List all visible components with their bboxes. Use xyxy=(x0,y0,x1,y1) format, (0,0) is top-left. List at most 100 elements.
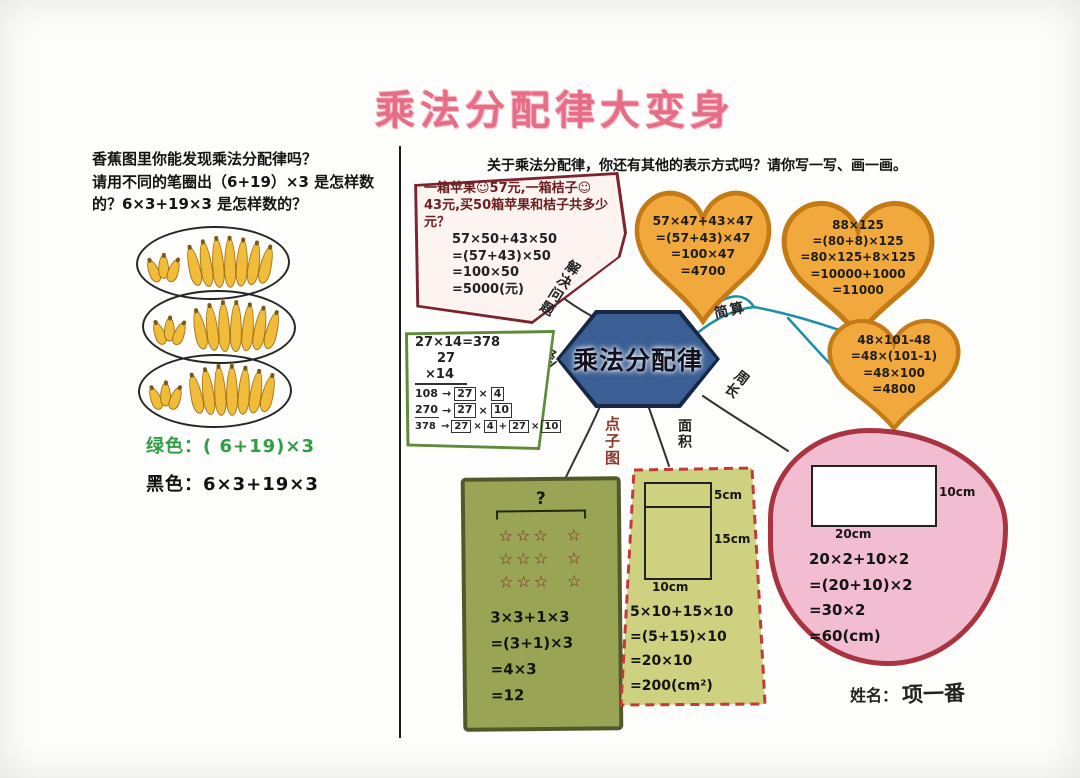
banana-bunch xyxy=(190,298,287,357)
heart-3-text: 48×101-48 =48×(101-1) =48×100 =4800 xyxy=(820,310,968,434)
area-rectangle-diagram xyxy=(644,482,712,580)
boxed-number: 4 xyxy=(490,386,505,402)
dot-diagram-card: ? ☆☆☆ ☆ ☆☆☆ ☆ ☆☆☆ ☆ 3×3+1×3 =(3+1)×3 =4×… xyxy=(460,476,624,732)
heart-2-text: 88×125 =(80+8)×125 =80×125+8×125 =10000+… xyxy=(773,190,943,342)
heart-3-line-4: =4800 xyxy=(872,381,916,396)
heart-path xyxy=(827,318,961,433)
heart-card-3: 48×101-48 =48×(101-1) =48×100 =4800 xyxy=(820,310,968,434)
dot-line-4: =12 xyxy=(490,686,525,705)
connector-path-dot xyxy=(565,403,602,478)
banana-cluster-small xyxy=(149,313,189,355)
boxed-number: 27 xyxy=(509,419,529,434)
question-line-2: 请用不同的笔圈出（6+19）×3 是怎样数 xyxy=(92,172,375,191)
star-icon: ☆ xyxy=(567,571,585,592)
vm-text: 27×14=378 27 ×14 108 → 27 × 4 270 → 27 ×… xyxy=(415,335,562,434)
banana-bunch xyxy=(183,233,280,293)
area-line-3: =20×10 xyxy=(630,653,693,669)
arrow-icon: → xyxy=(441,420,450,432)
dot-line-2: =(3+1)×3 xyxy=(490,633,574,653)
banana-question: 香蕉图里你能发现乘法分配律吗？ 请用不同的笔圈出（6+19）×3 是怎样数 的？… xyxy=(92,148,397,216)
star-row: ☆☆☆ ☆ xyxy=(465,523,617,548)
area-line-4: =200(cm²) xyxy=(630,677,713,694)
connector-path-simple-1 xyxy=(694,305,756,336)
center-topic-hexagon: 乘法分配律 xyxy=(556,310,720,408)
area-line-1: 5×10+15×10 xyxy=(630,604,734,620)
question-line-1: 香蕉图里你能发现乘法分配律吗？ xyxy=(92,150,318,168)
vm-row-1: 108 → 27 × 4 xyxy=(415,386,547,402)
banana-cluster-small xyxy=(143,251,183,294)
heart-2-line-4: =10000+1000 xyxy=(810,266,906,281)
area-dim-side: 15cm xyxy=(714,532,751,546)
heart-2-line-1: 88×125 xyxy=(832,218,884,233)
boxed-number: 10 xyxy=(541,419,562,434)
perimeter-dim-bottom: 20cm xyxy=(835,527,872,541)
branch-label-dot-diagram: 点子图 xyxy=(603,416,621,467)
apple-problem-text: 一箱苹果☺57元,一箱桔子☺ 43元,买50箱苹果和桔子共多少 元？ 57×50… xyxy=(424,181,620,299)
heart-1-text: 57×47+43×47 =(57+43)×47 =100×47 =4700 xyxy=(627,180,779,328)
times-sign: × xyxy=(530,420,540,432)
heart-1-line-2: =(57+43)×47 xyxy=(655,229,751,245)
apple-line-6: =100×50 xyxy=(452,265,520,281)
apple-line-4: 57×50+43×50 xyxy=(452,231,558,247)
perimeter-line-2: =(20+10)×2 xyxy=(809,575,913,594)
hexagon-fill xyxy=(560,314,716,404)
apple-problem-card: 一箱苹果☺57元,一箱桔子☺ 43元,买50箱苹果和桔子共多少 元？ 57×50… xyxy=(412,172,627,324)
signature-name: 项一番 xyxy=(901,680,966,708)
perimeter-card: 10cm 20cm 20×2+10×2 =(20+10)×2 =30×2 =60… xyxy=(768,428,1008,666)
banana-row xyxy=(137,353,293,429)
vm-title: 27×14=378 xyxy=(415,335,501,350)
heart-1-line-1: 57×47+43×47 xyxy=(652,212,754,228)
star-group-icon: ☆☆☆ xyxy=(498,549,551,569)
area-line-2: =(5+15)×10 xyxy=(630,628,727,645)
boxed-number: 27 xyxy=(451,419,472,434)
boxed-number: 27 xyxy=(454,403,476,418)
arrow-icon: → xyxy=(442,387,452,401)
banana-bunch xyxy=(185,361,283,420)
heart-path xyxy=(634,190,772,326)
apple-line-1: 一箱苹果☺57元,一箱桔子☺ xyxy=(424,181,592,196)
perimeter-rectangle-diagram xyxy=(811,465,937,527)
banana-icon xyxy=(229,302,243,353)
star-row: ☆☆☆ ☆ xyxy=(465,546,617,571)
star-icon: ☆ xyxy=(566,525,585,545)
star-group-icon: ☆☆☆ xyxy=(498,572,552,592)
heart-2-line-5: =11000 xyxy=(832,282,884,297)
apple-line-3: 元？ xyxy=(424,214,451,230)
heart-shape xyxy=(827,318,961,433)
vm-row-3: 378 → 27 × 4 + 27 × 10 xyxy=(415,419,562,434)
boxed-number: 4 xyxy=(483,419,497,434)
area-card-outline xyxy=(619,466,767,707)
vertical-mult-card: 27×14=378 27 ×14 108 → 27 × 4 270 → 27 ×… xyxy=(405,330,562,450)
poster-title: 乘法分配律大变身 xyxy=(375,88,735,134)
black-answer: 黑色：6×3+19×3 xyxy=(146,474,319,495)
divider-line xyxy=(399,146,401,738)
heart-shape xyxy=(634,190,772,326)
heart-1-line-3: =100×47 xyxy=(670,246,736,262)
dot-math: 3×3+1×3 =(3+1)×3 =4×3 =12 xyxy=(490,603,619,709)
apple-line-5: =(57+43)×50 xyxy=(452,248,551,264)
right-prompt: 关于乘法分配律，你还有其他的表示方式吗？请你写一写、画一画。 xyxy=(487,158,907,174)
connector-path-perimeter xyxy=(702,395,789,452)
question-line-3: 的？6×3+19×3 是怎样数的？ xyxy=(92,195,308,213)
heart-2-line-3: =80×125+8×125 xyxy=(800,250,916,265)
area-rectangle-split-line xyxy=(646,506,710,508)
star-row: ☆☆☆ ☆ xyxy=(466,570,618,595)
times-sign: × xyxy=(478,403,488,417)
center-topic-label: 乘法分配律 xyxy=(572,346,703,375)
vm-multiplicand: 27 xyxy=(437,350,456,366)
partial-product: 108 xyxy=(415,387,438,401)
perimeter-line-4: =60(cm) xyxy=(809,626,881,645)
times-sign: × xyxy=(473,420,482,432)
boxed-number: 27 xyxy=(454,386,476,402)
area-dim-bottom: 10cm xyxy=(652,580,689,594)
branch-label-area: 面积 xyxy=(676,418,692,450)
area-dim-top: 5cm xyxy=(714,488,742,502)
dot-line-3: =4×3 xyxy=(490,660,537,679)
heart-2-line-2: =(80+8)×125 xyxy=(812,234,904,249)
final-product: 378 xyxy=(415,420,436,432)
signature: 姓名： 项一番 xyxy=(850,678,965,708)
apple-line-7: =5000(元) xyxy=(452,282,524,298)
times-sign: × xyxy=(478,387,488,401)
dot-brace xyxy=(496,509,587,520)
